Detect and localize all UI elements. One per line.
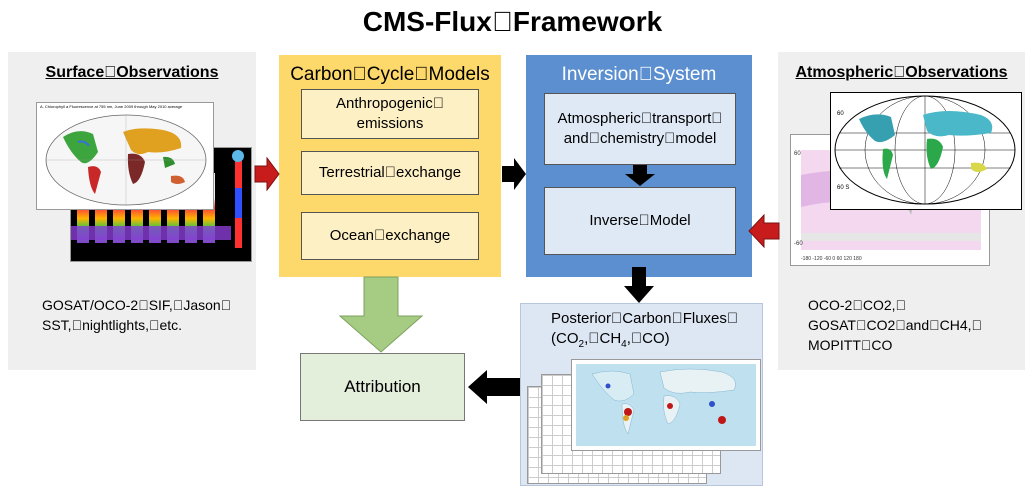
- surface-observations-text-2: SST, nightlights, etc.: [42, 317, 183, 333]
- carbon-cycle-models-panel: Carbon Cycle Models Anthropogenic  emiss…: [279, 55, 501, 277]
- terrestrial-exchange-box: Terrestrial exchange: [301, 151, 479, 195]
- posterior-species-open: (CO: [551, 330, 579, 347]
- carbon-to-inversion-arrow: [502, 158, 526, 190]
- attribution-box: Attribution: [300, 353, 465, 421]
- posterior-to-attribution-arrow: [468, 370, 520, 404]
- atmospheric-observations-panel: Atmospheric Observations 60 -60 -180 -12…: [778, 52, 1025, 370]
- terrestrial-exchange-label: Terrestrial exchange: [318, 164, 462, 181]
- transport-to-inverse-arrow: [625, 165, 655, 186]
- atmospheric-transport-box: Atmospheric transport  and chemistry mod…: [544, 93, 736, 165]
- svg-text:-180 -120 -60 0 60 120 180: -180 -120 -60 0 60 120 180: [801, 256, 862, 262]
- atmospheric-observations-heading: Atmospheric Observations: [795, 64, 1008, 81]
- posterior-species-mid1: , CH: [584, 330, 622, 347]
- atmospheric-transport-label-2: and chemistry model: [563, 130, 717, 147]
- inversion-system-heading: Inversion System: [561, 64, 717, 85]
- posterior-fluxes-label-2: (CO2, CH4, CO): [551, 329, 738, 355]
- anthropogenic-emissions-box: Anthropogenic  emissions: [301, 89, 479, 139]
- co2-subscript: 2: [578, 339, 585, 350]
- svg-text:-60: -60: [794, 241, 803, 247]
- attribution-label: Attribution: [344, 377, 421, 396]
- atmospheric-observations-text-1: OCO-2 CO2, : [808, 297, 907, 313]
- ch4-subscript: 4: [621, 339, 627, 350]
- atmospheric-transport-label-1: Atmospheric transport : [557, 110, 723, 127]
- carbon-cycle-models-heading: Carbon Cycle Models: [290, 64, 490, 85]
- svg-text:60: 60: [837, 111, 844, 117]
- surface-observations-text-1: GOSAT/OCO-2 SIF, Jason : [42, 297, 232, 313]
- ocean-exchange-box: Ocean exchange: [301, 212, 479, 260]
- inversion-to-posterior-arrow: [624, 267, 654, 303]
- chlorophyll-fluorescence-map: A. Chlorophyll a Fluorescence at 755 nm,…: [36, 102, 214, 210]
- svg-text:60: 60: [794, 151, 801, 157]
- surface-observations-panel: Surface Observations: [8, 52, 256, 370]
- ocean-exchange-label: Ocean exchange: [329, 227, 451, 244]
- posterior-flux-map: [571, 359, 761, 451]
- page-title: CMS-Flux Framework: [362, 6, 663, 37]
- posterior-fluxes-panel: Posterior Carbon Fluxes  (CO2, CH4, CO): [520, 303, 763, 486]
- posterior-fluxes-label-1: Posterior Carbon Fluxes : [551, 310, 739, 327]
- atmospheric-observations-text-2: GOSAT CO2 and CH4, : [808, 317, 983, 333]
- surface-observations-heading: Surface Observations: [45, 64, 219, 81]
- posterior-fluxes-heading: Posterior Carbon Fluxes  (CO2, CH4, CO): [551, 309, 738, 355]
- inverse-model-label: Inverse Model: [589, 212, 691, 229]
- chlorophyll-map-caption: A. Chlorophyll a Fluorescence at 755 nm,…: [40, 104, 183, 109]
- atmospheric-observations-text-3: MOPITT CO: [808, 337, 893, 353]
- svg-text:60 S: 60 S: [837, 185, 849, 191]
- surface-to-carbon-arrow: [254, 157, 280, 191]
- inverse-model-box: Inverse Model: [544, 187, 736, 255]
- atmospheric-to-inverse-arrow: [748, 214, 780, 248]
- carbon-to-attribution-arrow: [338, 276, 424, 353]
- posterior-species-mid2: , CO): [626, 330, 670, 347]
- anthropogenic-emissions-label-1: Anthropogenic : [336, 95, 444, 112]
- anthropogenic-emissions-label-2: emissions: [356, 115, 424, 132]
- oco2-xco2-map: 60 60 S: [830, 92, 1022, 210]
- inversion-system-panel: Inversion System Atmospheric transport  …: [526, 55, 752, 277]
